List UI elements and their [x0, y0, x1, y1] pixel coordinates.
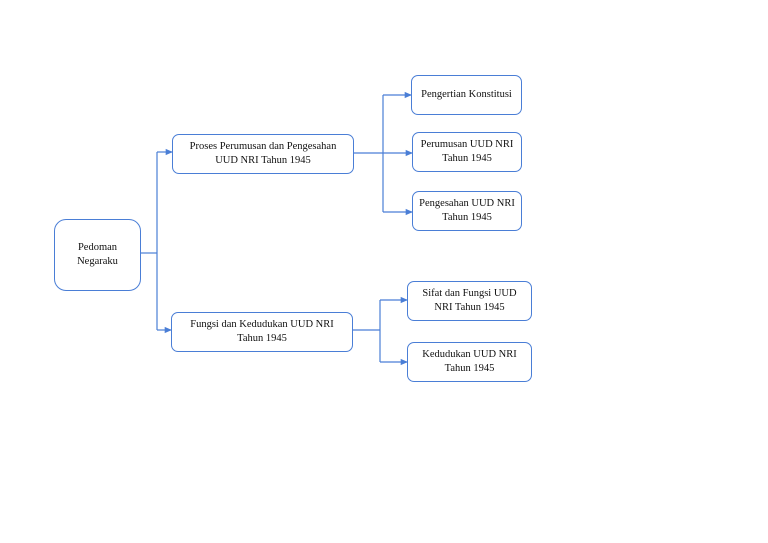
node-label: Pengertian Konstitusi	[421, 89, 512, 100]
node-label: Pedoman Negaraku	[77, 242, 118, 267]
node-proses-perumusan: Proses Perumusan dan Pengesahan UUD NRI …	[172, 134, 354, 174]
node-pedoman-negaraku: Pedoman Negaraku	[54, 219, 141, 291]
node-label: Pengesahan UUD NRI Tahun 1945	[419, 198, 515, 223]
node-label: Sifat dan Fungsi UUD NRI Tahun 1945	[422, 288, 517, 313]
node-sifat-fungsi-uud: Sifat dan Fungsi UUD NRI Tahun 1945	[407, 281, 532, 321]
node-label: Fungsi dan Kedudukan UUD NRI Tahun 1945	[190, 319, 334, 344]
node-label: Proses Perumusan dan Pengesahan UUD NRI …	[189, 141, 337, 166]
node-kedudukan-uud: Kedudukan UUD NRI Tahun 1945	[407, 342, 532, 382]
node-pengertian-konstitusi: Pengertian Konstitusi	[411, 75, 522, 115]
node-label: Perumusan UUD NRI Tahun 1945	[420, 139, 514, 164]
node-fungsi-kedudukan: Fungsi dan Kedudukan UUD NRI Tahun 1945	[171, 312, 353, 352]
node-label: Kedudukan UUD NRI Tahun 1945	[422, 349, 517, 374]
node-perumusan-uud: Perumusan UUD NRI Tahun 1945	[412, 132, 522, 172]
node-pengesahan-uud: Pengesahan UUD NRI Tahun 1945	[412, 191, 522, 231]
